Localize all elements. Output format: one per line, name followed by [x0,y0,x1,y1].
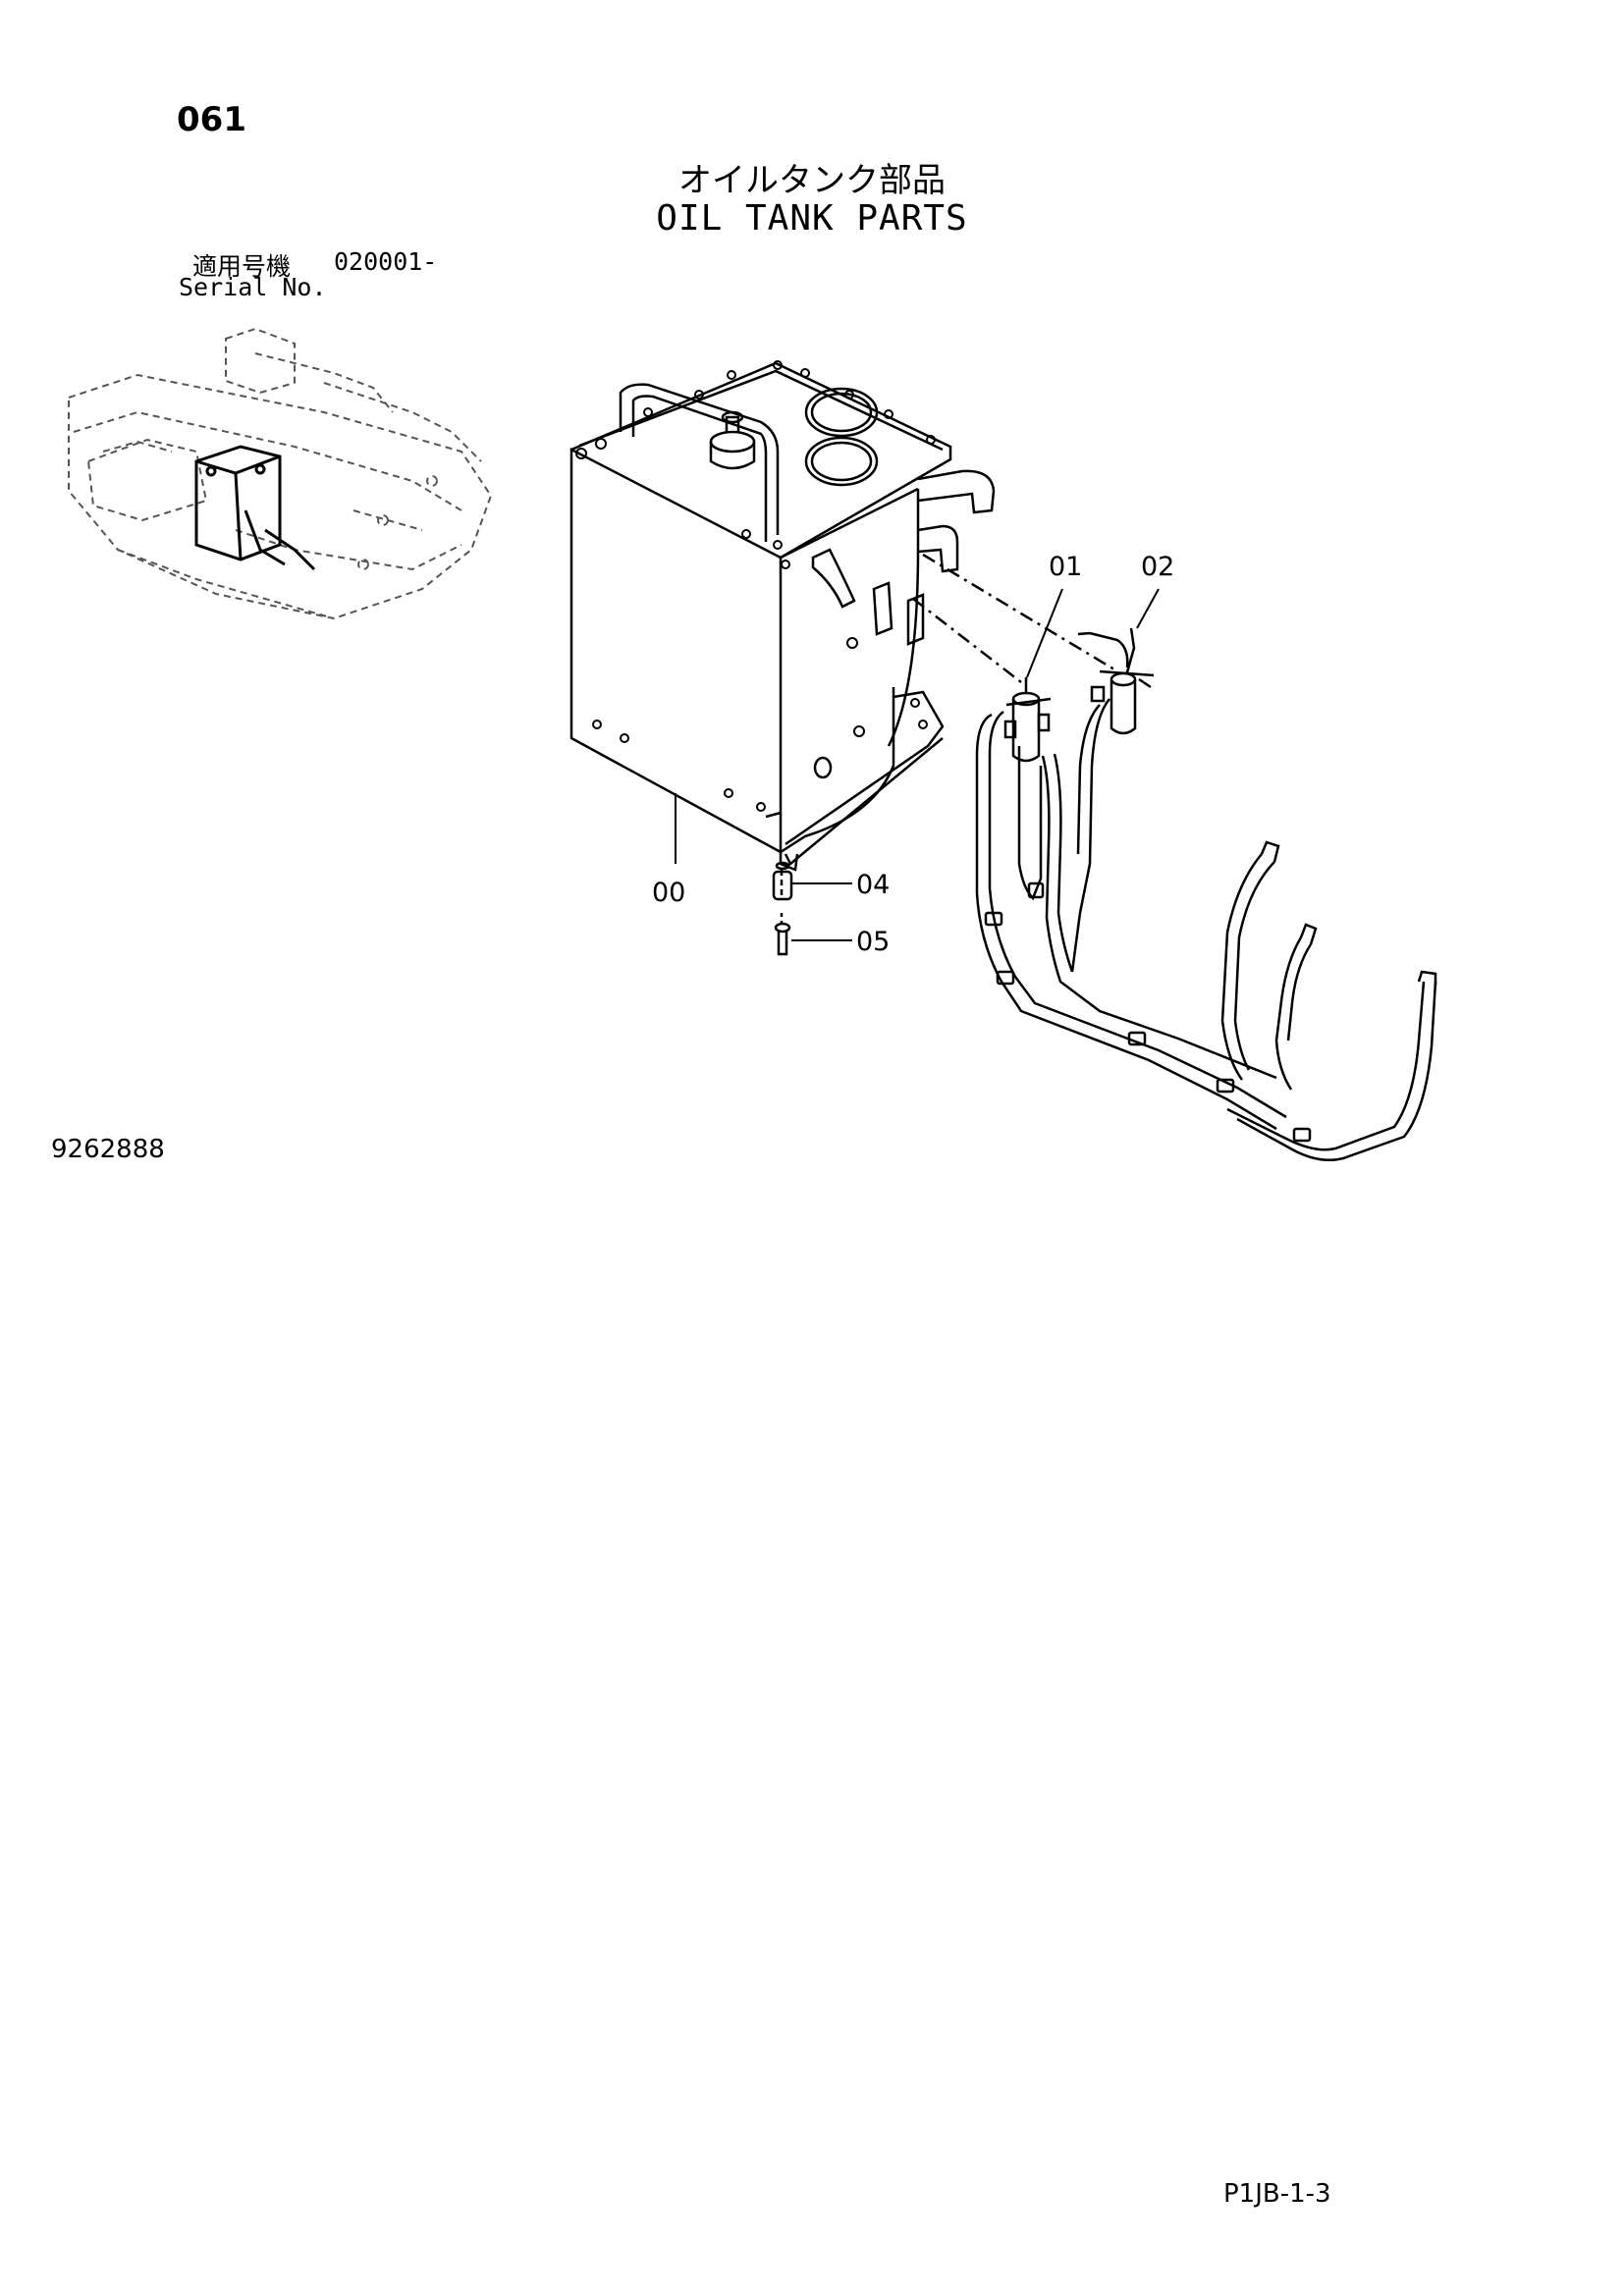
callout-labels: 00 01 02 04 05 [652,552,1174,957]
inset-tank-highlight [194,445,316,571]
serial-number-range: 020001- [334,247,438,276]
serial-label-english: Serial No. [179,273,327,301]
callout-04: 04 [856,870,890,900]
callout-02: 02 [1141,552,1174,582]
drawing-number: 9262888 [51,1135,165,1164]
spacer-and-bolt [772,861,793,956]
reference-code: P1JB-1-3 [1223,2179,1331,2209]
callout-00: 00 [652,878,685,908]
leader-lines [675,588,1160,941]
page-number: 061 [177,100,246,139]
callout-05: 05 [856,927,890,957]
serial-label-japanese: 適用号機 [192,252,292,281]
machine-location-inset [68,327,493,620]
callout-01: 01 [1049,552,1082,582]
tank-bolts [575,360,936,812]
page-title-english: OIL TANK PARTS [656,198,968,239]
page-title-japanese: オイルタンク部品 [678,161,946,200]
oil-tank-body [569,361,996,872]
hose-assembly [912,553,1437,1161]
